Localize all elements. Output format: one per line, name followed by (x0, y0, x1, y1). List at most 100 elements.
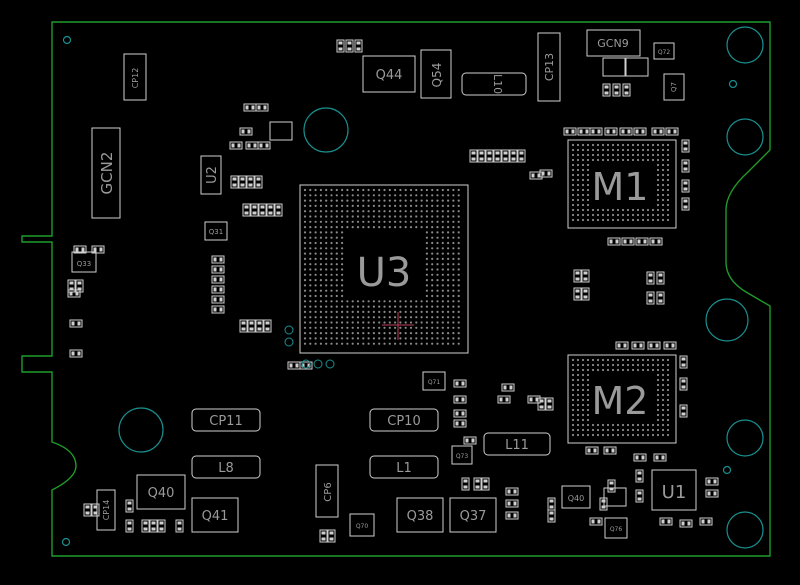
ball-pad (383, 226, 386, 229)
cp11-component[interactable]: CP11 (191, 408, 261, 432)
ball-pad (601, 158, 605, 162)
u2-chip[interactable]: U2 (200, 155, 222, 195)
solder-pad (648, 299, 653, 303)
solder-pad (637, 497, 642, 501)
solder-pad (539, 405, 544, 409)
solder-pad (575, 271, 580, 275)
solder-pad (252, 205, 257, 209)
solder-pad (475, 479, 480, 483)
q71-component[interactable]: Q71 (422, 371, 446, 391)
q37-component[interactable]: Q37 (449, 497, 497, 533)
ball-pad (383, 342, 386, 345)
ball-pad (571, 373, 575, 377)
cp6-component[interactable]: CP6 (315, 464, 339, 518)
ball-pad (399, 194, 402, 197)
l11-inductor[interactable]: L11 (483, 432, 551, 456)
ball-pad (661, 203, 665, 207)
l10-inductor[interactable]: L10 (461, 72, 527, 96)
m1-module[interactable]: M1 (567, 139, 677, 229)
m2-module[interactable]: M2 (567, 354, 677, 444)
ball-pad (457, 321, 460, 324)
q7-component[interactable]: Q7 (663, 73, 685, 101)
ball-pad (325, 310, 328, 313)
q73-component[interactable]: Q73 (451, 445, 473, 465)
ball-pad (372, 199, 375, 202)
ball-pad (319, 300, 322, 303)
ball-pad (571, 218, 575, 222)
q76-component[interactable]: Q76 (604, 517, 628, 539)
ball-pad (335, 247, 338, 250)
ball-pad (309, 337, 312, 340)
passive-part (517, 149, 526, 163)
ball-pad (425, 268, 428, 271)
ball-pad (420, 210, 423, 213)
ball-pad (441, 305, 444, 308)
solder-pad (537, 173, 541, 178)
cp13-component[interactable]: CP13 (537, 32, 561, 102)
ball-pad (457, 300, 460, 303)
q38-component[interactable]: Q38 (396, 497, 444, 533)
ball-pad (656, 193, 660, 197)
ball-pad (431, 210, 434, 213)
ball-pad (346, 337, 349, 340)
q54-component[interactable]: Q54 (420, 49, 452, 99)
q40-small-component[interactable]: Q40 (561, 485, 591, 509)
ball-pad (335, 263, 338, 266)
gcn9-connector[interactable]: GCN9 (586, 29, 641, 57)
passive-part (679, 404, 688, 418)
cp13-label: CP13 (543, 53, 556, 81)
q70-component[interactable]: Q70 (349, 513, 375, 537)
m1-label: M1 (592, 165, 649, 209)
ball-pad (666, 418, 670, 422)
ball-pad (325, 226, 328, 229)
ball-pad (325, 294, 328, 298)
passive-part (681, 159, 690, 173)
ball-pad (378, 210, 381, 213)
ball-pad (666, 218, 670, 222)
u3-bga-chip[interactable]: U3 (299, 184, 469, 354)
ball-pad (591, 358, 595, 362)
ball-pad (388, 316, 391, 319)
q44-component[interactable]: Q44 (362, 55, 416, 93)
solder-pad (479, 157, 484, 161)
passive-part (327, 529, 336, 543)
cp14-component[interactable]: CP14 (96, 489, 116, 531)
passive-part (509, 149, 518, 163)
ball-pad (661, 358, 665, 362)
ball-pad (372, 316, 375, 319)
q33-component[interactable]: Q33 (71, 251, 97, 273)
cp10-component[interactable]: CP10 (369, 408, 439, 432)
ball-pad (447, 241, 450, 245)
l8-inductor[interactable]: L8 (191, 455, 261, 479)
ball-pad (571, 193, 575, 197)
solder-pad (615, 239, 619, 244)
ball-pad (335, 226, 338, 229)
ball-pad (586, 408, 590, 412)
q41-component[interactable]: Q41 (191, 497, 239, 533)
ball-pad (641, 368, 645, 372)
ball-pad (303, 305, 307, 308)
ball-pad (666, 423, 670, 427)
ball-pad (581, 403, 585, 407)
ball-pad (314, 294, 317, 298)
ball-pad (346, 194, 349, 197)
passive-part (705, 489, 719, 498)
ball-pad (601, 368, 605, 372)
ball-pad (452, 279, 455, 282)
ball-pad (367, 210, 370, 213)
q72-component[interactable]: Q72 (653, 42, 675, 60)
ball-pad (330, 268, 333, 271)
gcn2-connector[interactable]: GCN2 (91, 127, 121, 219)
ball-pad (626, 153, 630, 157)
solder-pad (604, 91, 609, 95)
ball-pad (362, 321, 365, 324)
ball-pad (646, 218, 650, 222)
solder-pad (265, 321, 270, 325)
cp12-component[interactable]: CP12 (123, 53, 147, 101)
ball-pad (441, 247, 444, 250)
q31-component[interactable]: Q31 (204, 221, 228, 241)
l1-inductor[interactable]: L1 (369, 455, 439, 479)
u1-chip[interactable]: U1 (651, 469, 697, 511)
ball-pad (586, 428, 590, 432)
q40-component[interactable]: Q40 (136, 474, 186, 510)
